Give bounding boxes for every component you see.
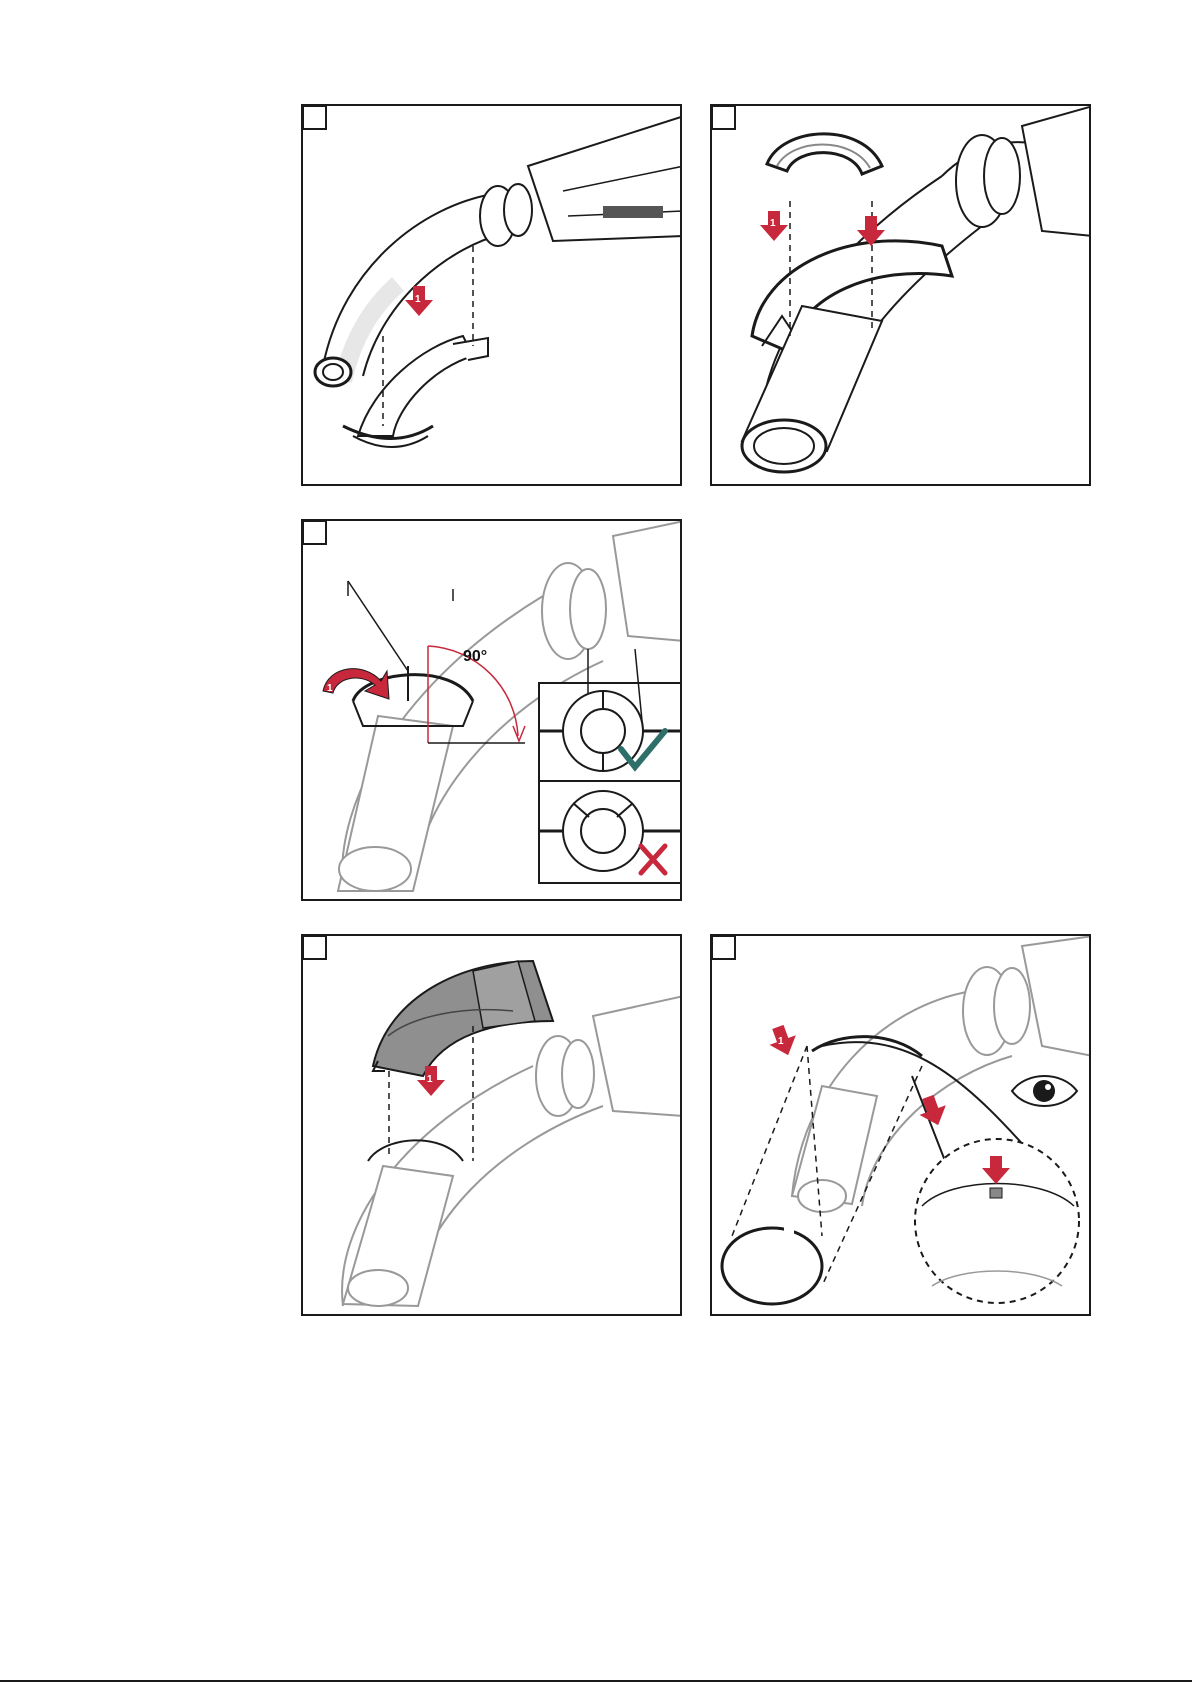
illustration-panel-5: 1 (710, 934, 1091, 1316)
step-number-box (711, 105, 736, 130)
arrow-label: 1 (770, 218, 776, 229)
eye-icon (1012, 1076, 1077, 1106)
arrow-label: 1 (778, 1036, 784, 1047)
illustration-panel-1: 1 (301, 104, 682, 486)
arrow-label: 1 (327, 683, 333, 694)
step-number-box (302, 520, 327, 545)
illustration-panel-4: 1 (301, 934, 682, 1316)
illustration-panel-2: 1 (710, 104, 1091, 486)
illustration-panel-3: 90° 1 (301, 519, 682, 901)
torch-neck-illustration: 1 (712, 936, 1091, 1316)
step-number-box (302, 935, 327, 960)
torch-neck-illustration: 1 (303, 106, 682, 486)
step-number-box (711, 935, 736, 960)
angle-label: 90° (463, 648, 487, 665)
arrow-label: 1 (415, 294, 421, 305)
arrow-label: 1 (427, 1074, 433, 1085)
footer-rule (0, 1680, 1192, 1682)
torch-neck-illustration: 1 (303, 936, 682, 1316)
torch-neck-illustration: 1 (712, 106, 1091, 486)
torch-neck-illustration: 90° 1 (303, 521, 682, 901)
step-number-box (302, 105, 327, 130)
